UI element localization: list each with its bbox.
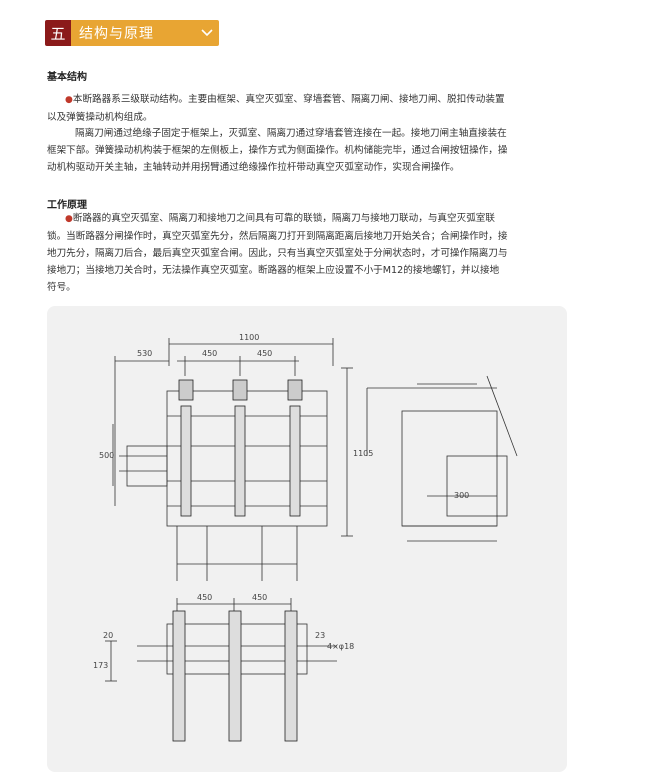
chevron-down-icon (195, 20, 219, 46)
dim-bottom-pitch-b: 450 (252, 593, 267, 602)
dim-23: 23 (315, 631, 325, 640)
dim-overall-height: 1105 (353, 449, 373, 458)
text-line: 地刀先分，隔离刀后合，最后真空灭弧室合闸。因此，只有当真空灭弧室处于分闸状态时，… (47, 248, 508, 259)
dim-hole-note: 4×φ18 (327, 642, 354, 651)
text-line: 以及弹簧操动机构组成。 (47, 112, 153, 123)
text-line: 符号。 (47, 282, 76, 293)
technical-drawing-panel: 1100 530 450 450 500 1105 300 450 450 20… (47, 306, 567, 772)
paragraph-principle: ●断路器的真空灭弧室、隔离刀和接地刀之间具有可靠的联锁，隔离刀与接地刀联动，与真… (47, 210, 577, 296)
heading-basic-structure: 基本结构 (47, 72, 87, 83)
dim-173: 173 (93, 661, 108, 670)
paragraph-structure-2: 隔离刀闸通过绝缘子固定于框架上，灭弧室、隔离刀通过穿墙套管连接在一起。接地刀闸主… (47, 125, 577, 176)
dim-side-depth: 300 (454, 491, 469, 500)
dim-height-left: 500 (99, 451, 114, 460)
text-line: 隔离刀闸通过绝缘子固定于框架上，灭弧室、隔离刀通过穿墙套管连接在一起。接地刀闸主… (75, 128, 507, 139)
dim-left-offset: 530 (137, 349, 152, 358)
section-title: 结构与原理 (71, 20, 195, 46)
dim-20: 20 (103, 631, 113, 640)
bullet-dot: ● (65, 95, 73, 105)
text-line: 框架下部。弹簧操动机构装于框架的左侧板上，操作方式为侧面操作。机构储能完毕，通过… (47, 145, 508, 156)
text-line: 断路器的真空灭弧室、隔离刀和接地刀之间具有可靠的联锁，隔离刀与接地刀联动，与真空… (72, 213, 495, 224)
paragraph-structure-1: ●本断路器系三级联动结构。主要由框架、真空灭弧室、穿墙套管、隔离刀闸、接地刀闸、… (47, 91, 577, 126)
heading-working-principle: 工作原理 (47, 200, 87, 211)
dim-bottom-pitch-a: 450 (197, 593, 212, 602)
text-line: 本断路器系三级联动结构。主要由框架、真空灭弧室、穿墙套管、隔离刀闸、接地刀闸、脱… (72, 94, 505, 105)
text-line: 接地刀；当接地刀关合时，无法操作真空灭弧室。断路器的框架上应设置不小于M12的接… (47, 265, 500, 276)
section-header: 五 结构与原理 (45, 20, 219, 46)
text-line: 锁。当断路器分闸操作时，真空灭弧室先分，然后隔离刀打开到隔离距离后接地刀开始关合… (47, 231, 508, 242)
dim-pitch-b: 450 (257, 349, 272, 358)
bullet-dot: ● (65, 214, 73, 224)
dim-pitch-a: 450 (202, 349, 217, 358)
section-number: 五 (45, 20, 71, 46)
technical-drawing: 1100 530 450 450 500 1105 300 450 450 20… (93, 333, 518, 742)
text-line: 动机构驱动开关主轴，主轴转动并用拐臂通过绝缘操作拉杆带动真空灭弧室动作，实现合闸… (47, 162, 460, 173)
dim-overall-width: 1100 (239, 333, 259, 342)
